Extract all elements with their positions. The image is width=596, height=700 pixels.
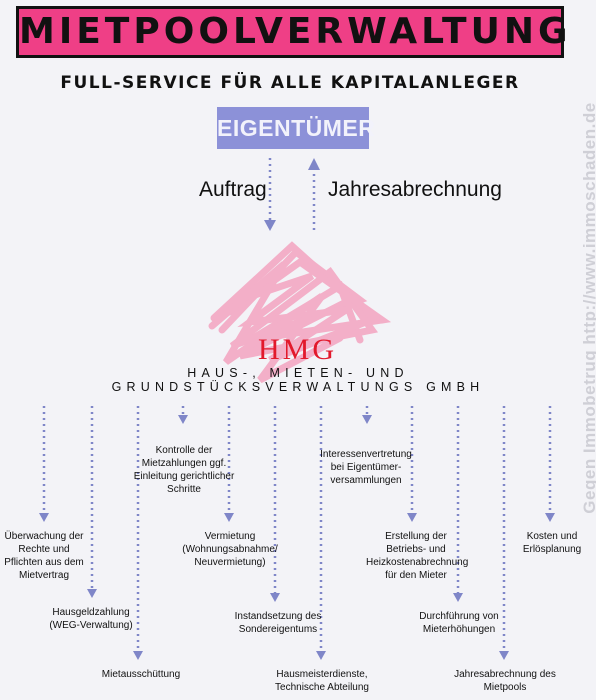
watermark: Gegen Immobetrug http://www.immoschaden.… (560, 8, 596, 608)
owner-box: EIGENTÜMER (217, 107, 376, 149)
service-arrow-head (270, 593, 280, 602)
service-arrow-head (39, 513, 49, 522)
service-arrow-head (224, 513, 234, 522)
subtitle: FULL-SERVICE FÜR ALLE KAPITALANLEGER (60, 73, 520, 93)
service-arrow-head (133, 651, 143, 660)
owner-label: EIGENTÜMER (217, 115, 376, 141)
service-arrow-head (87, 589, 97, 598)
watermark-text: Gegen Immobetrug http://www.immoschaden.… (580, 102, 596, 514)
hmg-logo-text: HMG (258, 333, 338, 366)
service-item: Hausgeldzahlung (WEG-Verwaltung) (49, 607, 133, 631)
title-banner: MIETPOOLVERWALTUNG (16, 6, 572, 58)
service-arrow-head (178, 415, 188, 424)
service-item: Hausmeisterdienste, Technische Abteilung (275, 669, 369, 693)
service-item: Instandsetzung des Sondereigentums (234, 611, 322, 635)
service-arrow-head (316, 651, 326, 660)
service-item: Kosten und Erlösplanung (522, 531, 582, 555)
service-item: Durchführung von Mieterhöhungen (419, 611, 499, 635)
service-arrows (39, 406, 555, 660)
service-item: Interessenvertretung bei Eigentümer- ver… (320, 449, 412, 486)
flow-label-jahresabrechnung: Jahresabrechnung (328, 178, 502, 201)
service-item: Kontrolle der Mietzahlungen ggf. Einleit… (133, 445, 235, 495)
flow-label-auftrag: Auftrag (199, 178, 267, 201)
house-scribble-logo (208, 241, 392, 384)
service-arrow-head (407, 513, 417, 522)
service-item: Erstellung der Betriebs- und Heizkostena… (366, 531, 469, 581)
service-item: Vermietung (Wohnungsabnahme/ Neuvermietu… (182, 531, 278, 568)
service-arrow-head (499, 651, 509, 660)
page-title: MIETPOOLVERWALTUNG (19, 11, 572, 52)
service-arrow-head (362, 415, 372, 424)
service-item: Überwachung der Rechte und Pflichten aus… (4, 531, 84, 581)
service-arrow-head (453, 593, 463, 602)
service-item: Jahresabrechnung des Mietpools (454, 669, 556, 693)
service-arrow-head (545, 513, 555, 522)
company-name: HAUS-, MIETEN- UND GRUNDSTÜCKSVERWALTUNG… (111, 366, 485, 394)
service-item: Mietausschüttung (101, 669, 181, 680)
